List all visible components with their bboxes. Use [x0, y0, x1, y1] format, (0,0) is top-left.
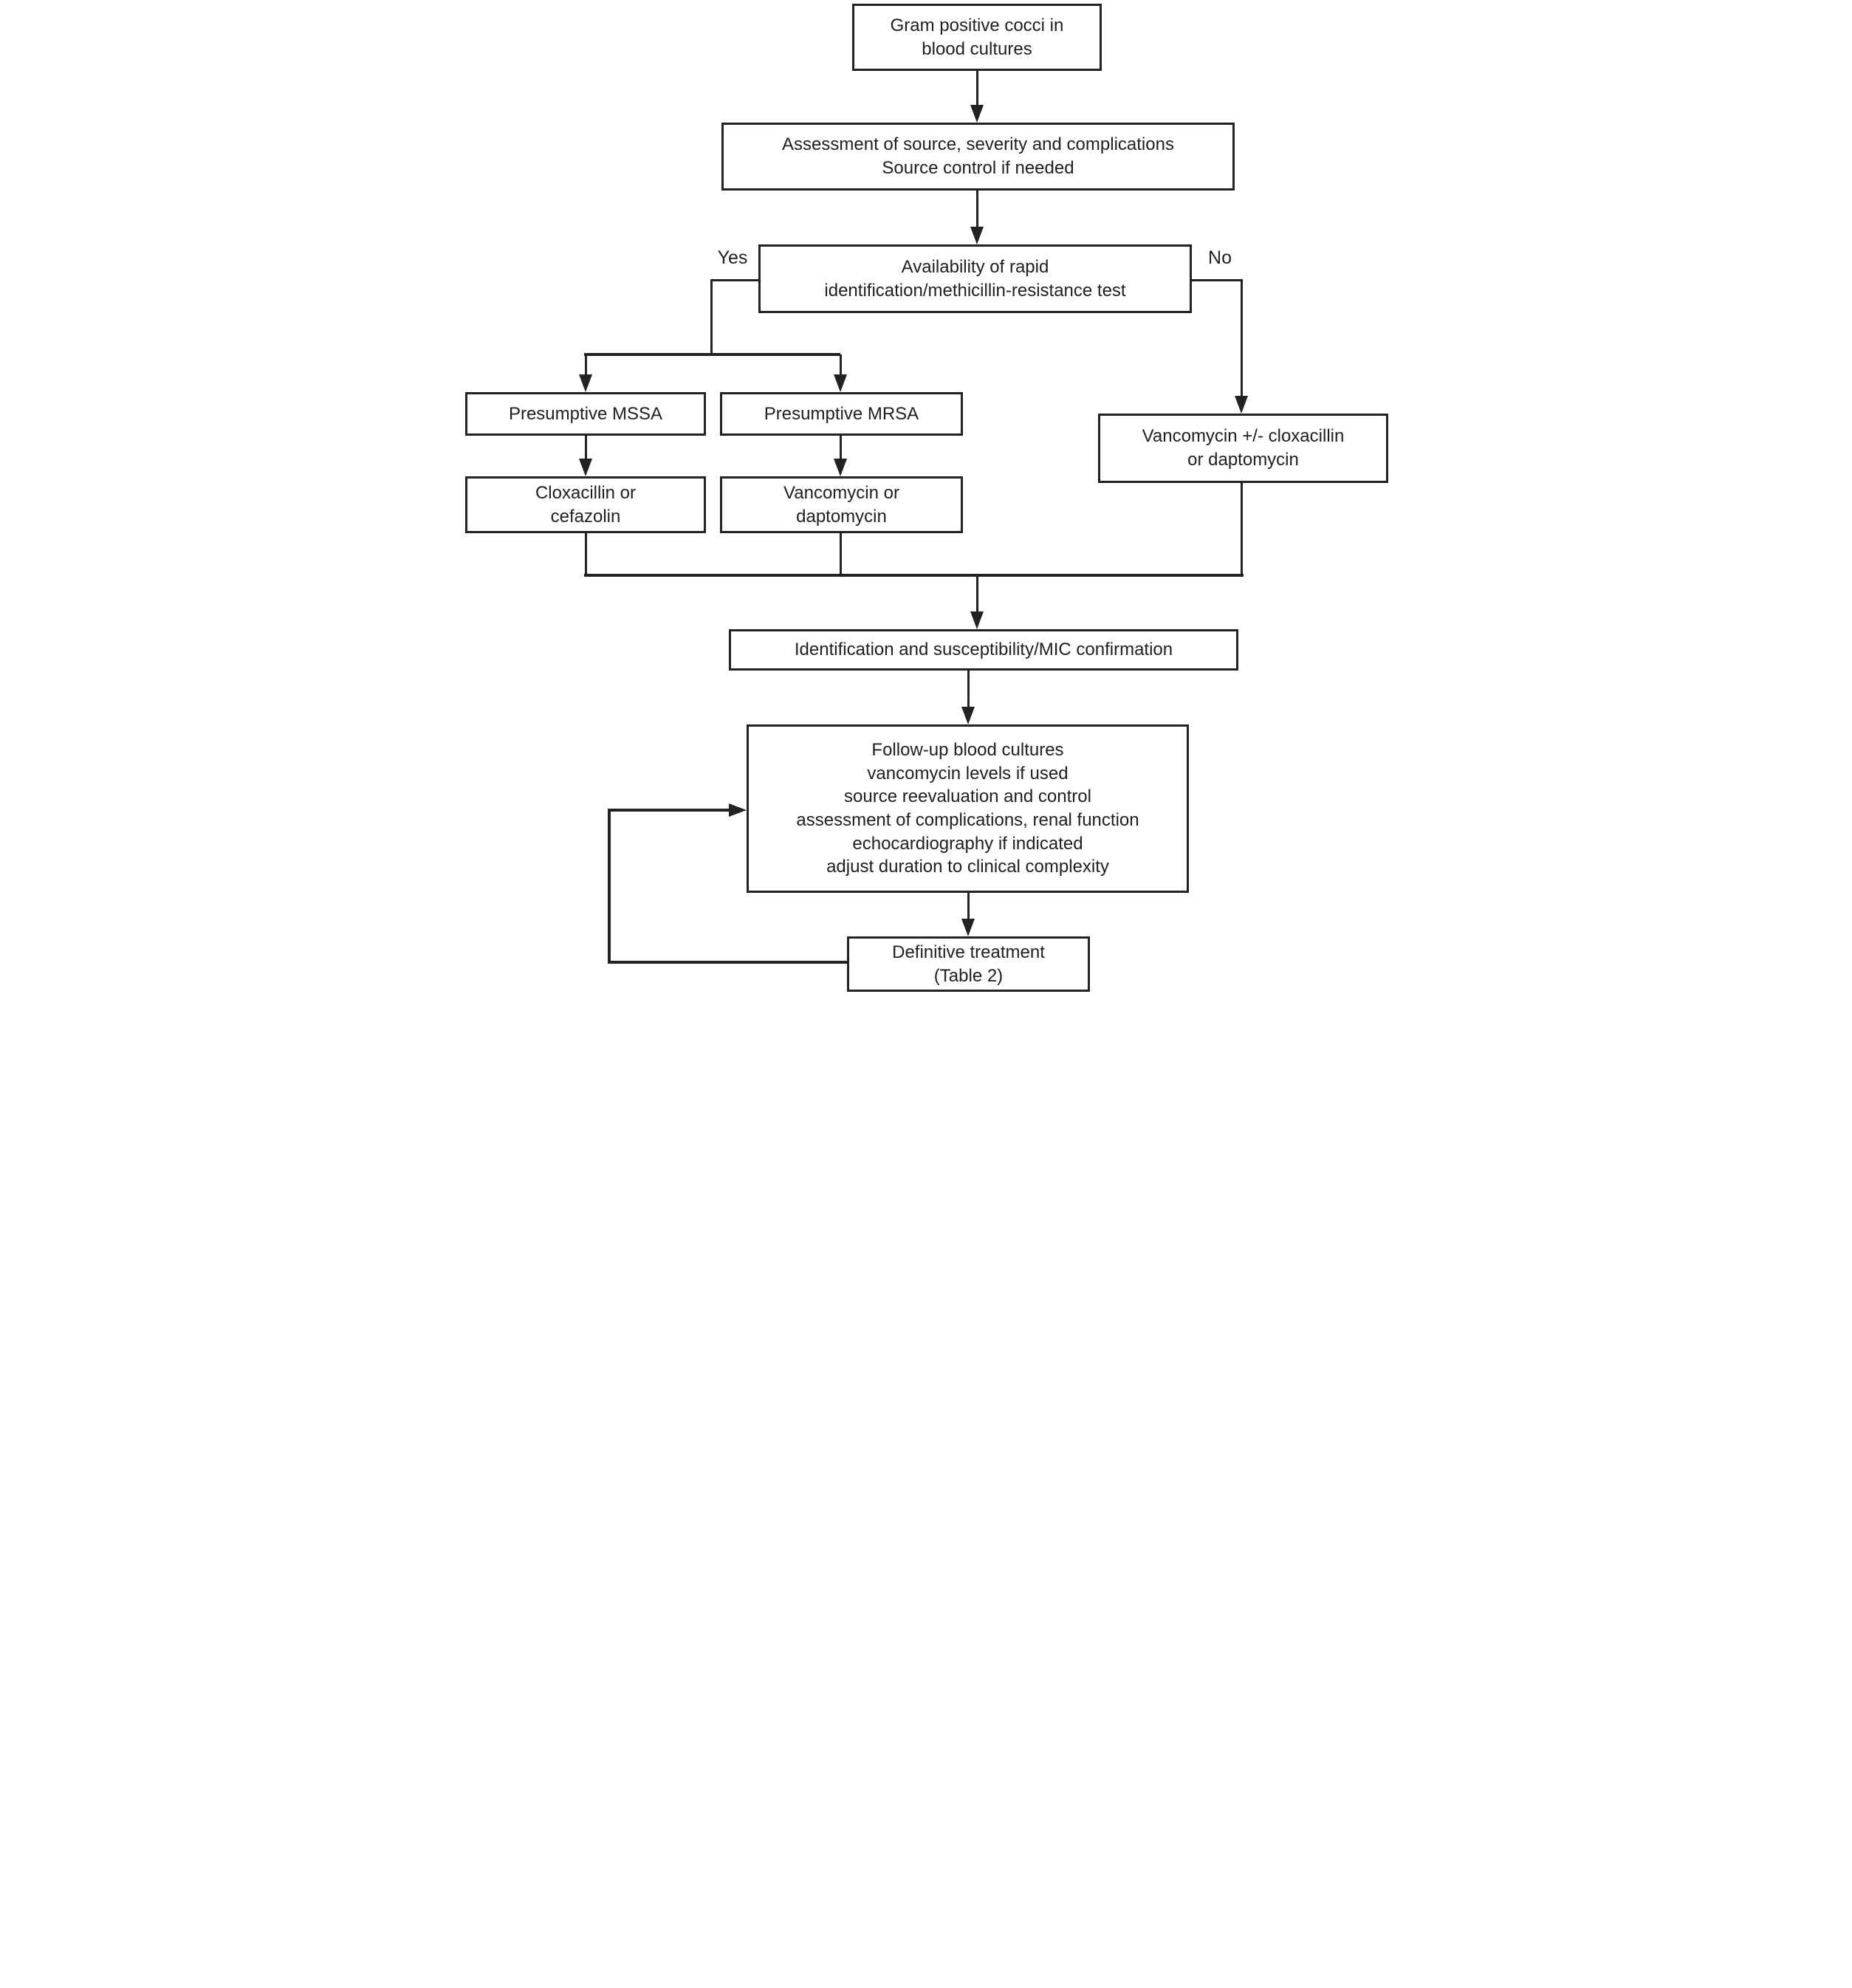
connector-gram-to-assessment [976, 71, 978, 108]
node-follow-up: Follow-up blood cultures vancomycin leve… [747, 724, 1189, 893]
arrowhead-into-followup [961, 707, 975, 724]
connector-vancomycin-cloxacillin-down [1241, 483, 1243, 577]
arrowhead-into-identification [970, 611, 984, 629]
connector-identification-to-followup [967, 671, 970, 710]
connector-converge-horizontal [584, 574, 1244, 577]
node-gram-positive-cocci: Gram positive cocci in blood cultures [852, 4, 1102, 71]
label-yes: Yes [717, 247, 748, 268]
connector-split-to-mssa [585, 354, 587, 377]
label-no: No [1208, 247, 1232, 268]
connector-cloxacillin-down [585, 533, 587, 577]
node-vancomycin-cloxacillin-daptomycin: Vancomycin +/- cloxacillin or daptomycin [1098, 414, 1388, 483]
arrowhead-into-mssa [579, 374, 592, 392]
arrowhead-into-definitive [961, 919, 975, 936]
node-vancomycin-daptomycin: Vancomycin or daptomycin [720, 476, 963, 533]
node-definitive-treatment: Definitive treatment (Table 2) [847, 936, 1090, 992]
connector-loop-vertical [608, 809, 611, 964]
connector-mssa-to-cloxacillin [585, 436, 587, 462]
connector-assessment-to-rapid-test [976, 191, 978, 230]
connector-yes-vertical [710, 279, 713, 354]
arrowhead-into-vancomycin-cloxacillin [1235, 396, 1248, 414]
arrowhead-into-mrsa [834, 374, 847, 392]
arrowhead-loop-into-followup [729, 803, 747, 817]
connector-loop-bottom [608, 961, 847, 964]
connector-vancomycin-down [840, 533, 842, 577]
node-assessment-source-severity: Assessment of source, severity and compl… [721, 123, 1235, 191]
connector-yes-horizontal [711, 279, 758, 281]
node-cloxacillin-cefazolin: Cloxacillin or cefazolin [465, 476, 706, 533]
connector-converge-to-identification [976, 575, 978, 614]
connector-yes-split-horizontal [584, 353, 840, 356]
node-identification-mic-confirmation: Identification and susceptibility/MIC co… [729, 629, 1238, 671]
arrowhead-into-cloxacillin [579, 459, 592, 476]
arrowhead-into-rapid-test [970, 227, 984, 244]
connector-no-vertical [1241, 279, 1243, 399]
node-presumptive-mrsa: Presumptive MRSA [720, 392, 963, 436]
node-presumptive-mssa: Presumptive MSSA [465, 392, 706, 436]
connector-loop-top [608, 809, 730, 812]
connector-split-to-mrsa [840, 354, 842, 377]
node-rapid-test-availability: Availability of rapid identification/met… [758, 244, 1192, 313]
flowchart-staph-bacteremia: Gram positive cocci in blood cultures As… [463, 0, 1389, 994]
connector-followup-to-definitive [967, 893, 970, 922]
arrowhead-into-assessment [970, 105, 984, 123]
connector-no-horizontal [1192, 279, 1243, 281]
arrowhead-into-vancomycin [834, 459, 847, 476]
connector-mrsa-to-vancomycin [840, 436, 842, 462]
